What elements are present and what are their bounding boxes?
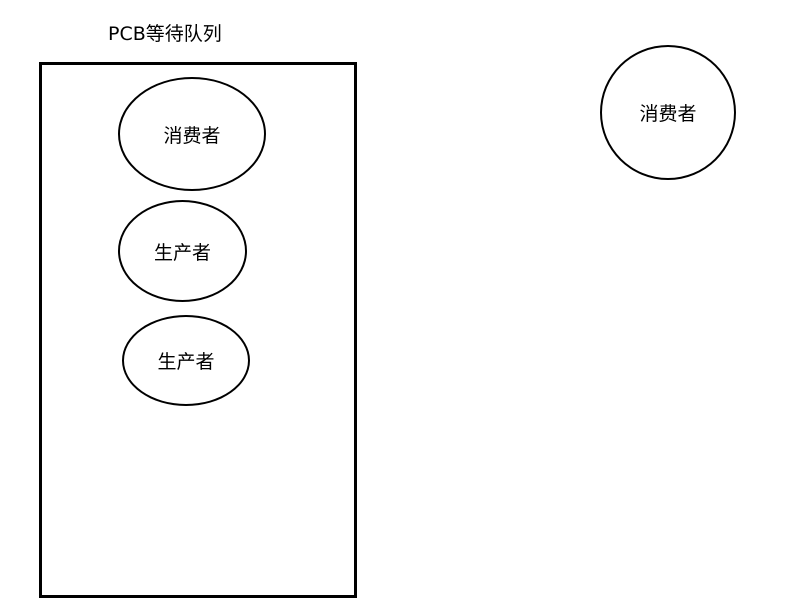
active-consumer-node: 消费者	[600, 45, 736, 180]
queued-producer-node: 生产者	[122, 315, 250, 406]
pcb-wait-queue-box	[39, 62, 357, 598]
queued-producer-label: 生产者	[157, 351, 215, 373]
queued-producer-node: 生产者	[118, 200, 247, 302]
active-consumer-label: 消费者	[639, 103, 697, 125]
queued-consumer-label: 消费者	[163, 124, 221, 147]
queue-title: PCB等待队列	[108, 23, 222, 45]
queued-producer-label: 生产者	[153, 241, 211, 264]
queued-consumer-node: 消费者	[118, 77, 266, 191]
